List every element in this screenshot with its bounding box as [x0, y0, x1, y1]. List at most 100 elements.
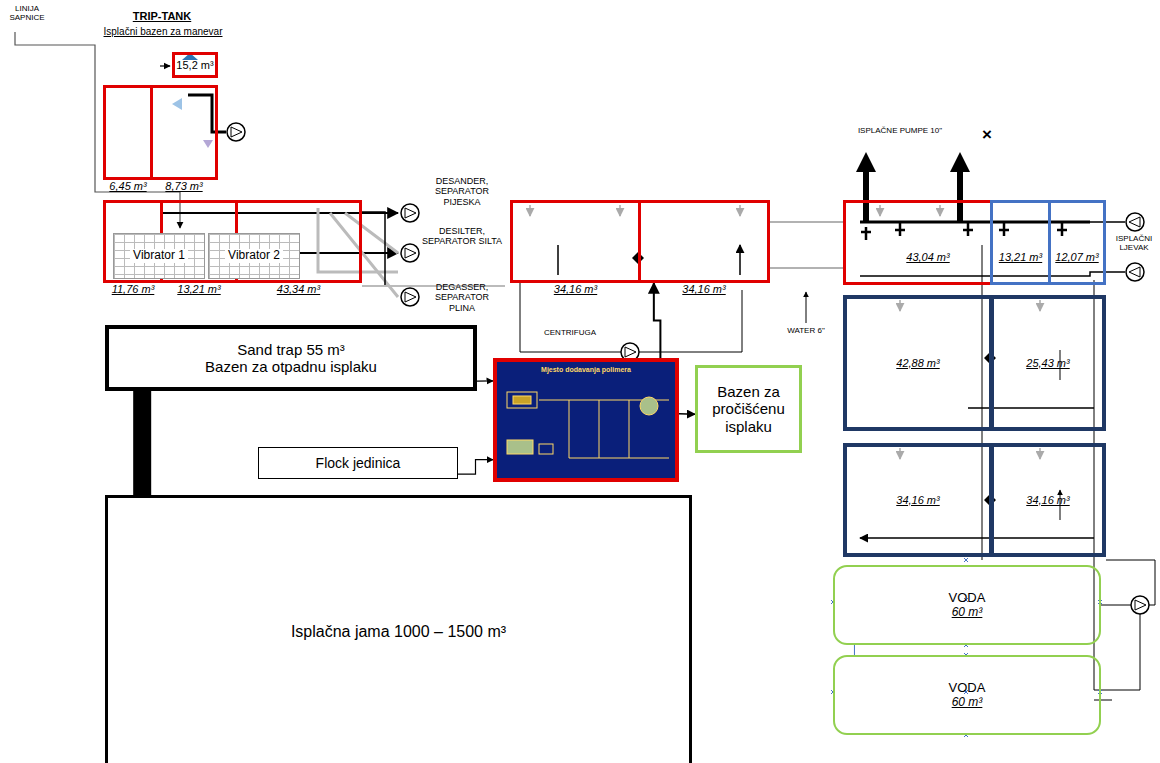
volume-label: 8,73 m³	[165, 180, 202, 193]
text-holder: 43,04 m³	[846, 203, 990, 282]
text-holder: 13,21 m³	[177, 283, 220, 296]
text-holder: Flock jedinica	[259, 448, 457, 478]
text-holder: 34,16 m³	[994, 447, 1102, 553]
volume-label: 43,04 m³	[906, 251, 949, 264]
text-holder: 15,2 m³	[175, 55, 215, 75]
node-text: Mjesto dodavanja polimera	[541, 366, 631, 374]
water-pump	[1131, 596, 1149, 614]
trip-pump	[227, 123, 245, 141]
shaker-box: Vibrator 1	[113, 233, 205, 279]
volume-label: 34,16 m³	[554, 283, 597, 296]
pipe-connector	[679, 413, 695, 415]
pipe	[362, 212, 385, 285]
flock-unit: Mjesto dodavanja polimera	[493, 358, 679, 482]
text-holder: 43,34 m³	[277, 283, 320, 296]
tank-compartment: 34,16 m³	[638, 200, 770, 283]
annotation-label: DEGASSER, SEPARATOR PLINA	[421, 282, 503, 313]
annotation-label: TRIP-TANK	[112, 10, 212, 23]
tank-compartment: 8,73 m³	[150, 85, 218, 180]
text-holder: 6,45 m³	[109, 180, 146, 193]
node-text: 60 m³	[952, 606, 983, 620]
separator-pumps	[401, 204, 419, 306]
text-holder: 25,43 m³	[994, 299, 1102, 427]
water-tank: VODA60 m³	[833, 565, 1101, 645]
volume-label: 34,16 m³	[682, 283, 725, 296]
tank-compartment: 34,16 m³	[990, 443, 1106, 557]
text-holder: VODA60 m³	[835, 567, 1099, 643]
trip-pipe	[188, 95, 226, 132]
reserve-line	[982, 245, 1112, 700]
node-text: Bazen za otpadnu isplaku	[205, 358, 377, 375]
node-text: Sand trap 55 m³	[237, 341, 345, 358]
node-text: 15,2 m³	[176, 59, 213, 72]
tank-arrows	[530, 205, 940, 216]
tank-compartment: 34,16 m³	[843, 443, 993, 557]
pipe-connector	[458, 460, 493, 474]
text-holder: 8,73 m³	[165, 180, 202, 193]
pump-line	[866, 170, 960, 222]
volume-label: 12,07 m³	[1055, 251, 1098, 264]
centrifuge-line	[520, 283, 742, 352]
text-holder: Vibrator 1	[114, 234, 204, 278]
tank-arrows	[900, 300, 1040, 459]
text-holder: Vibrator 2	[209, 234, 299, 278]
volume-label: 11,76 m³	[112, 283, 155, 296]
annotation-label: Isplačni bazen za manevar	[88, 26, 238, 38]
annotation-label: WATER 6"	[784, 326, 828, 335]
text-holder: 34,16 m³	[682, 283, 725, 296]
text-holder: Isplačna jama 1000 – 1500 m³	[108, 498, 689, 763]
annotation-label: DESANDER, SEPARATOR PIJESKA	[421, 176, 503, 207]
text-holder: Mjesto dodavanja polimera	[497, 362, 675, 478]
shaker-box: Vibrator 2	[208, 233, 300, 279]
volume-label: 42,88 m³	[896, 357, 939, 370]
text-holder: 42,88 m³	[847, 299, 989, 427]
pump-arrow	[856, 152, 970, 172]
text-holder: 34,16 m³	[847, 447, 989, 553]
node-text: Bazen za pročišćenu isplaku	[698, 383, 799, 435]
tank-compartment: 25,43 m³	[990, 295, 1106, 431]
level-mark	[203, 140, 213, 148]
annotation-label: ISPLAČNI LJEVAK	[1111, 234, 1157, 252]
text-holder: Sand trap 55 m³Bazen za otpadnu isplaku	[109, 329, 473, 387]
volume-label: 6,45 m³	[109, 180, 146, 193]
annotation-label: LINIJA SAPNICE	[0, 4, 54, 22]
annotation-label: DESILTER, SEPARATOR SILTA	[421, 226, 503, 247]
volume-label: 34,16 m³	[896, 494, 939, 507]
water-inlet	[806, 292, 807, 323]
nozzle-line	[15, 32, 180, 228]
pipe-connector	[854, 645, 855, 655]
water-tank: VODA60 m³	[833, 655, 1101, 735]
node-text: Isplačna jama 1000 – 1500 m³	[291, 623, 506, 641]
text-holder: Bazen za pročišćenu isplaku	[698, 368, 799, 450]
tank-compartment: 13,21 m³	[990, 200, 1051, 285]
tank-compartment: 42,88 m³	[843, 295, 993, 431]
inlet-arrow	[160, 65, 170, 66]
node-text: VODA	[949, 591, 986, 606]
pipe-connector	[133, 391, 151, 495]
volume-label: 43,34 m³	[277, 283, 320, 296]
volume-label: 13,21 m³	[999, 251, 1042, 264]
volume-label: 34,16 m³	[1026, 494, 1069, 507]
text-holder: 34,16 m³	[554, 283, 597, 296]
pipe	[318, 208, 398, 272]
volume-label: 13,21 m³	[177, 283, 220, 296]
valves	[861, 222, 1067, 240]
mud-pit: Isplačna jama 1000 – 1500 m³	[105, 495, 692, 763]
volume-label: 25,43 m³	[1026, 357, 1069, 370]
sand-trap: Sand trap 55 m³Bazen za otpadnu isplaku	[105, 325, 477, 391]
text-holder: 12,07 m³	[1051, 203, 1103, 282]
node-text: 60 m³	[952, 696, 983, 710]
annotation-label: CENTRIFUGA	[544, 328, 614, 337]
annotation-label: ISPLAČNE PUMPE 10"	[830, 126, 970, 135]
annotation-label: ×	[979, 125, 995, 145]
pipe-connector	[477, 380, 493, 381]
node-text: Vibrator 2	[225, 249, 283, 263]
pipe-connector	[654, 283, 661, 358]
node-text: Flock jedinica	[316, 455, 401, 471]
markers	[831, 558, 1102, 737]
text-holder: 13,21 m³	[993, 203, 1048, 282]
tank-compartment: 43,04 m³	[843, 200, 993, 285]
pipe	[770, 222, 843, 268]
pipe	[330, 213, 398, 297]
tank-compartment: 34,16 m³	[510, 200, 641, 283]
